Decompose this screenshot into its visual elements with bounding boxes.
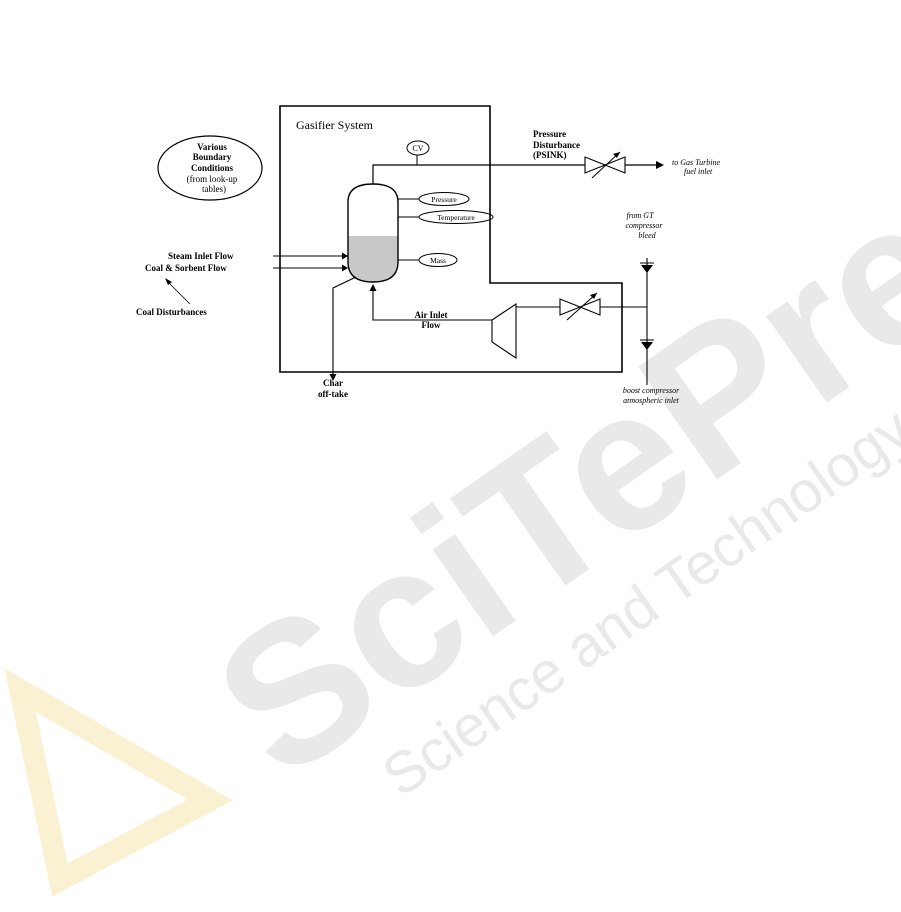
coal-inlet-arrow: [342, 264, 348, 272]
watermark-triangle: [4, 668, 233, 897]
cv-ellipse: [406, 140, 430, 156]
gasifier-system-title: Gasifier System: [296, 118, 374, 132]
upper-check-valve: [640, 262, 654, 273]
gas-turbine-line-2: fuel inlet: [684, 167, 713, 176]
air-inlet-pipe: [372, 288, 492, 321]
temperature-ellipse: [418, 210, 494, 224]
coal-disturbances-label: Coal Disturbances: [136, 307, 207, 317]
boundary-line-5: tables): [202, 184, 226, 194]
steam-inlet-arrow: [342, 252, 348, 260]
char-offtake-arrow: [329, 374, 337, 381]
gasifier-vessel: [347, 183, 399, 283]
boundary-conditions-ellipse: [157, 135, 263, 201]
temperature-label: Temperature: [437, 213, 475, 222]
coal-sorbent-label: Coal & Sorbent Flow: [145, 263, 227, 273]
air-inlet-arrow: [369, 284, 377, 291]
gas-turbine-outlet-arrow: [656, 161, 664, 169]
gt-bleed-line-3: bleed: [638, 231, 656, 240]
gt-bleed-line-1: from GT: [626, 211, 654, 220]
char-line-1: Char: [323, 378, 343, 388]
boundary-line-1: Various: [197, 142, 227, 152]
gt-bleed-label: from GT compressor bleed: [625, 211, 663, 240]
top-outlet-pipe: [372, 164, 585, 184]
cv-label: CV: [412, 144, 423, 153]
mass-ellipse: [418, 253, 458, 267]
air-inlet-line-1: Air Inlet: [414, 310, 447, 320]
char-offtake-pipe: [332, 276, 357, 372]
coal-disturbance-pointer: [167, 281, 191, 305]
boost-inlet-line-2: atmospheric inlet: [623, 396, 680, 405]
gt-bleed-line-2: compressor: [625, 221, 663, 230]
pressure-disturbance-line-3: (PSINK): [533, 150, 567, 160]
vessel-level-fill: [348, 236, 398, 282]
air-inlet-line-2: Flow: [422, 320, 441, 330]
gas-turbine-outlet-label: to Gas Turbine fuel inlet: [672, 158, 720, 176]
boundary-conditions-text: Various Boundary Conditions (from look-u…: [187, 142, 238, 194]
boost-compressor: [491, 302, 517, 360]
char-line-2: off-take: [318, 389, 348, 399]
pressure-disturbance-line-2: Disturbance: [533, 140, 580, 150]
boundary-line-2: Boundary: [193, 152, 232, 162]
pressure-disturbance-line-1: Pressure: [533, 129, 566, 139]
gas-turbine-line-1: to Gas Turbine: [672, 158, 720, 167]
coal-disturbance-arrowhead: [165, 278, 172, 285]
char-offtake-label: Char off-take: [318, 378, 348, 399]
pressure-ellipse: [418, 192, 470, 206]
air-inlet-label: Air Inlet Flow: [414, 310, 447, 330]
gasifier-system-boundary: [279, 105, 623, 373]
lower-check-valve: [640, 339, 654, 350]
mass-label: Mass: [430, 256, 446, 265]
boost-inlet-line-1: boost compressor: [623, 386, 680, 395]
air-inlet-valve: [559, 292, 601, 321]
boost-inlet-label: boost compressor atmospheric inlet: [623, 386, 680, 405]
boundary-line-4: (from look-up: [187, 174, 238, 184]
pressure-disturbance-label: Pressure Disturbance (PSINK): [533, 129, 580, 160]
boundary-line-3: Conditions: [191, 163, 234, 173]
watermark: SciTePress Science and Technology Public…: [4, 27, 901, 897]
vessel-outline: [347, 183, 399, 283]
pressure-label: Pressure: [431, 195, 457, 204]
pressure-disturbance-valve: [584, 151, 626, 179]
steam-inlet-label: Steam Inlet Flow: [168, 251, 234, 261]
